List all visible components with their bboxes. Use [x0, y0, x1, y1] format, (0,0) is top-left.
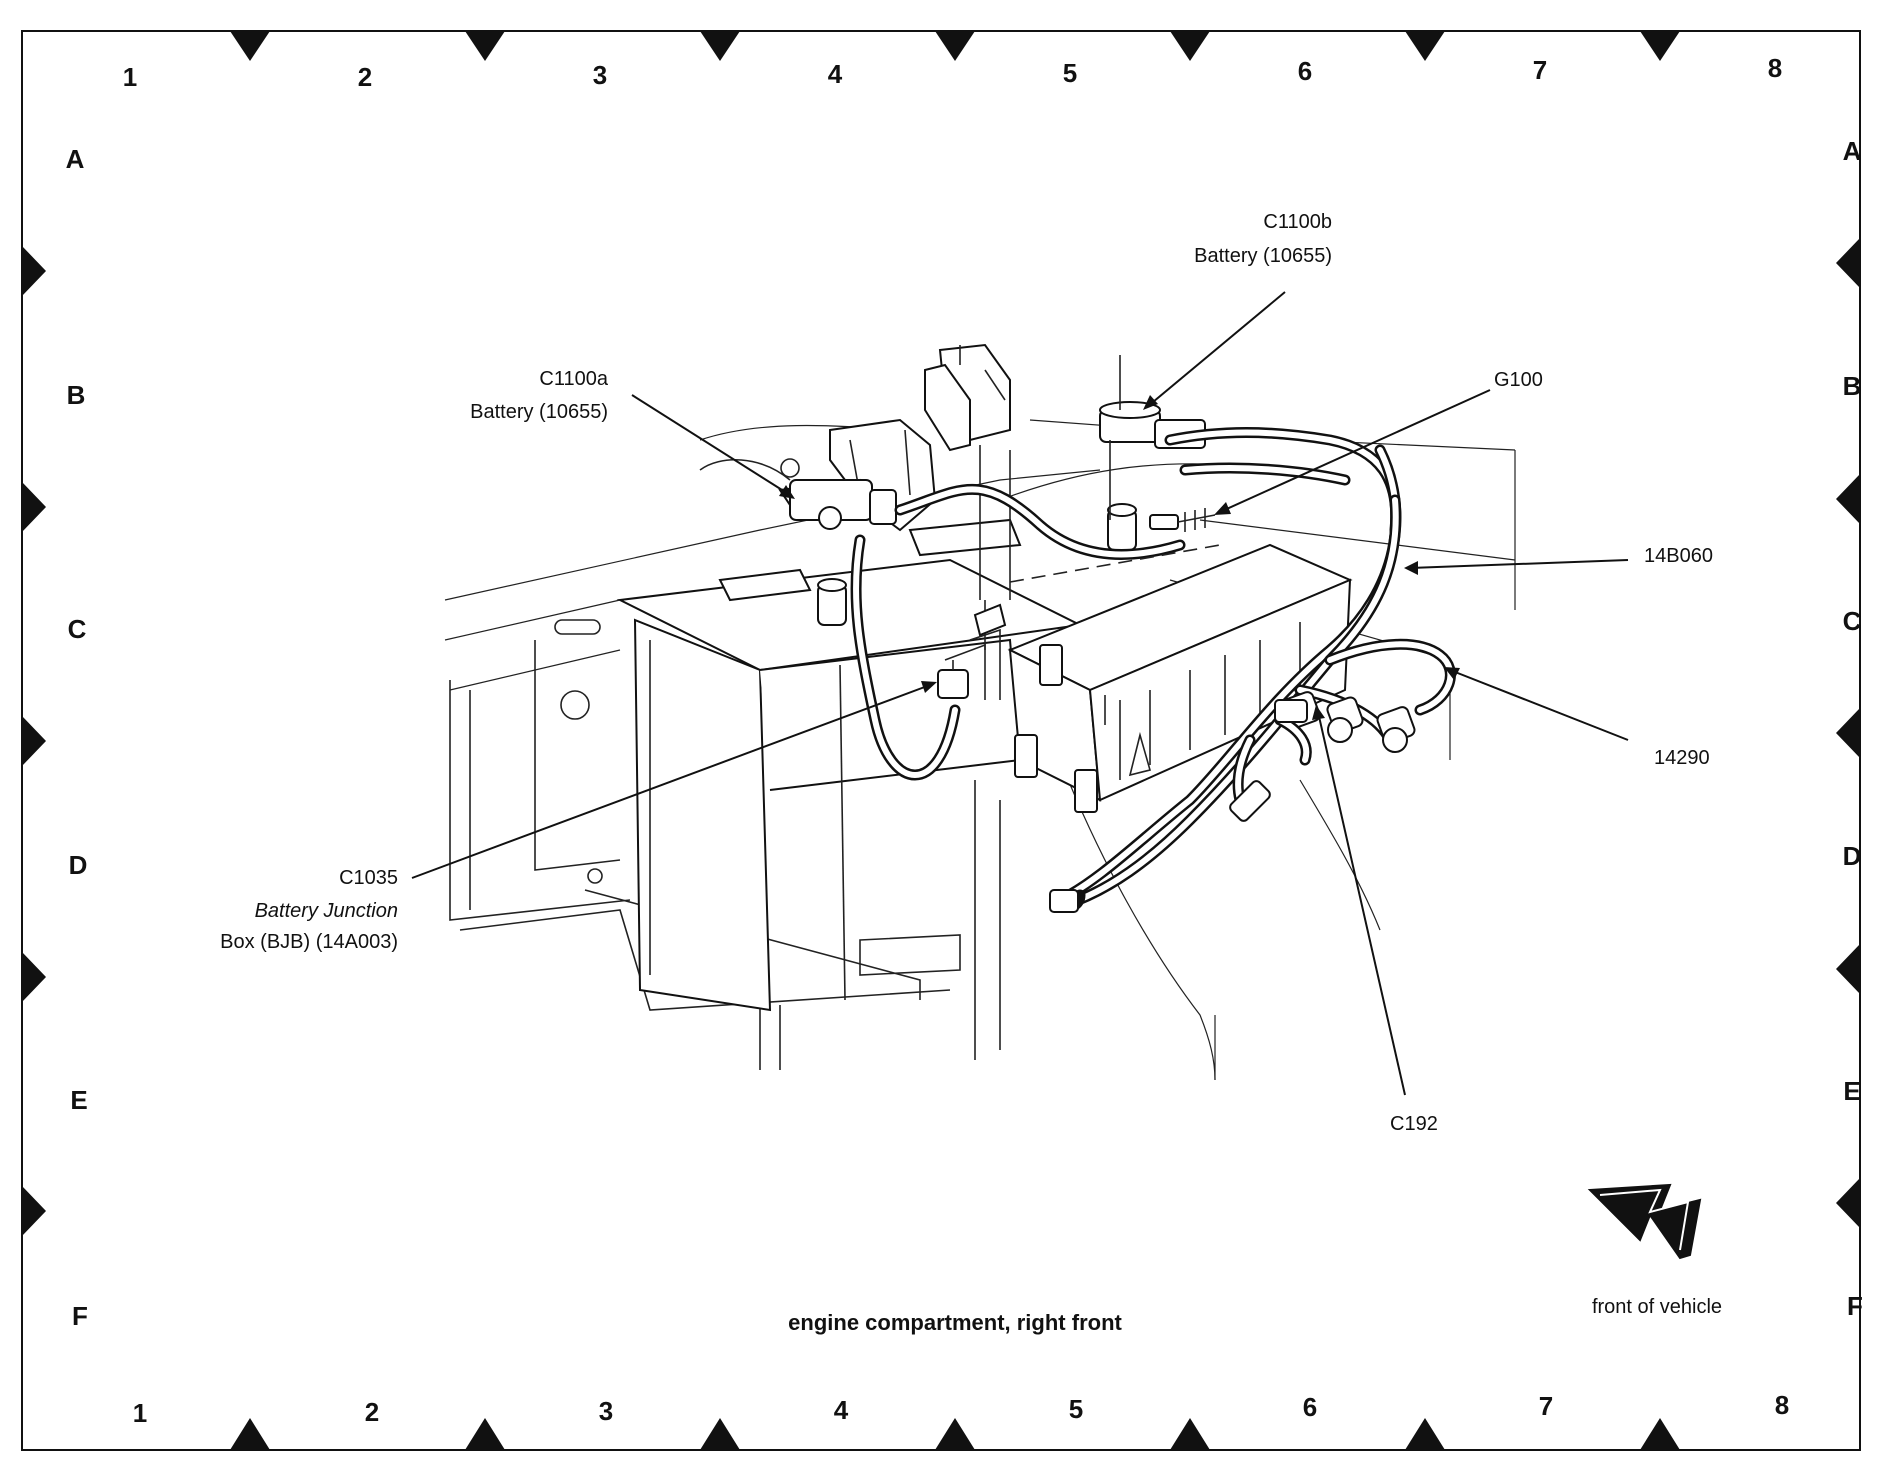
c1100a-id: C1100a: [539, 368, 608, 390]
grid-row-c-right: C: [1843, 606, 1862, 636]
grid-row-a: A: [66, 144, 85, 174]
g100-leader-arrow-icon: [1214, 502, 1231, 515]
grid-row-b-right: B: [1843, 371, 1862, 401]
14b060-leader-arrow-icon: [1404, 561, 1418, 575]
grid-col-8-bottom: 8: [1775, 1390, 1789, 1420]
grid-row-c: C: [68, 614, 87, 644]
grid-column-labels-bottom: 1 2 3 4 5 6 7 8: [133, 1390, 1789, 1428]
c1100a-leader: [631, 394, 791, 496]
grid-row-d-right: D: [1843, 841, 1862, 871]
callout-labels: C1100b Battery (10655) C1100a Battery (1…: [220, 211, 1713, 1135]
grid-col-1-bottom: 1: [133, 1398, 147, 1428]
g100-leader: [1219, 389, 1491, 513]
g100-id: G100: [1494, 369, 1543, 391]
grid-row-d: D: [69, 850, 88, 880]
grid-col-5: 5: [1063, 58, 1077, 88]
grid-col-8: 8: [1768, 53, 1782, 83]
grid-col-3-bottom: 3: [599, 1396, 613, 1426]
grid-col-4-bottom: 4: [834, 1395, 849, 1425]
grid-row-labels-right: A B C D E F: [1843, 136, 1863, 1321]
grid-row-e: E: [70, 1085, 87, 1115]
c192-pigtail: [1229, 699, 1312, 822]
c192-id: C192: [1390, 1113, 1438, 1135]
14290-leader: [1449, 669, 1629, 741]
c1035-desc-line1: Battery Junction: [255, 900, 398, 922]
c1100a-leader-arrow-icon: [779, 485, 795, 499]
c1100b-desc: Battery (10655): [1194, 245, 1332, 267]
harness-lower-end: [1049, 889, 1086, 913]
grid-col-2: 2: [358, 62, 372, 92]
c1100a-battery-clamp: [699, 458, 897, 530]
callout-leaders: [411, 291, 1629, 1096]
grid-row-a-right: A: [1843, 136, 1862, 166]
grid-col-3: 3: [593, 60, 607, 90]
grid-row-labels-left: A B C D E F: [66, 144, 88, 1331]
grid-row-f-right: F: [1847, 1291, 1863, 1321]
front-of-vehicle-label: front of vehicle: [1592, 1296, 1722, 1318]
c1100b-id: C1100b: [1263, 211, 1332, 233]
front-of-vehicle-arrow-icon: [1587, 1183, 1702, 1260]
grid-col-1: 1: [123, 62, 137, 92]
c192-leader: [1317, 711, 1406, 1096]
grid-col-7-bottom: 7: [1539, 1391, 1553, 1421]
grid-row-f: F: [72, 1301, 88, 1331]
grid-col-5-bottom: 5: [1069, 1394, 1083, 1424]
terminal-dashed-guide: [1009, 544, 1221, 583]
battery-tray-bracket: [449, 619, 1001, 1070]
c1035-desc-line2: Box (BJB) (14A003): [220, 931, 398, 953]
grid-tick-markers: [22, 31, 1860, 1450]
grid-column-labels-top: 1 2 3 4 5 6 7 8: [123, 53, 1782, 92]
grid-col-6-bottom: 6: [1303, 1392, 1317, 1422]
grid-row-b: B: [67, 380, 86, 410]
c1035-leader: [411, 684, 931, 879]
c1035-id: C1035: [339, 867, 398, 889]
grid-col-4: 4: [828, 59, 843, 89]
positive-terminal-cover: [924, 343, 1011, 452]
grid-col-6: 6: [1298, 56, 1312, 86]
battery-cable-14b060: [850, 427, 1402, 911]
14b060-id: 14B060: [1644, 545, 1713, 567]
14b060-leader: [1409, 559, 1629, 569]
c1100b-leader-arrow-icon: [1143, 395, 1158, 410]
14290-id: 14290: [1654, 747, 1710, 769]
grid-row-e-right: E: [1843, 1076, 1860, 1106]
g100-ground-bolt: [1149, 508, 1216, 532]
c1100b-leader: [1146, 291, 1286, 408]
figure-caption: engine compartment, right front: [788, 1310, 1122, 1335]
c1035-leader-arrow-icon: [921, 681, 937, 693]
grid-col-7: 7: [1533, 55, 1547, 85]
c1035-bjb-connector: [937, 603, 1007, 700]
battery-junction-box: [1007, 543, 1353, 813]
grid-col-2-bottom: 2: [365, 1397, 379, 1427]
c192-leader-arrow-icon: [1312, 705, 1325, 720]
engine-compartment-illustration: [444, 343, 1516, 1081]
14290-leader-arrow-icon: [1444, 667, 1460, 680]
c1100a-desc: Battery (10655): [470, 401, 608, 423]
